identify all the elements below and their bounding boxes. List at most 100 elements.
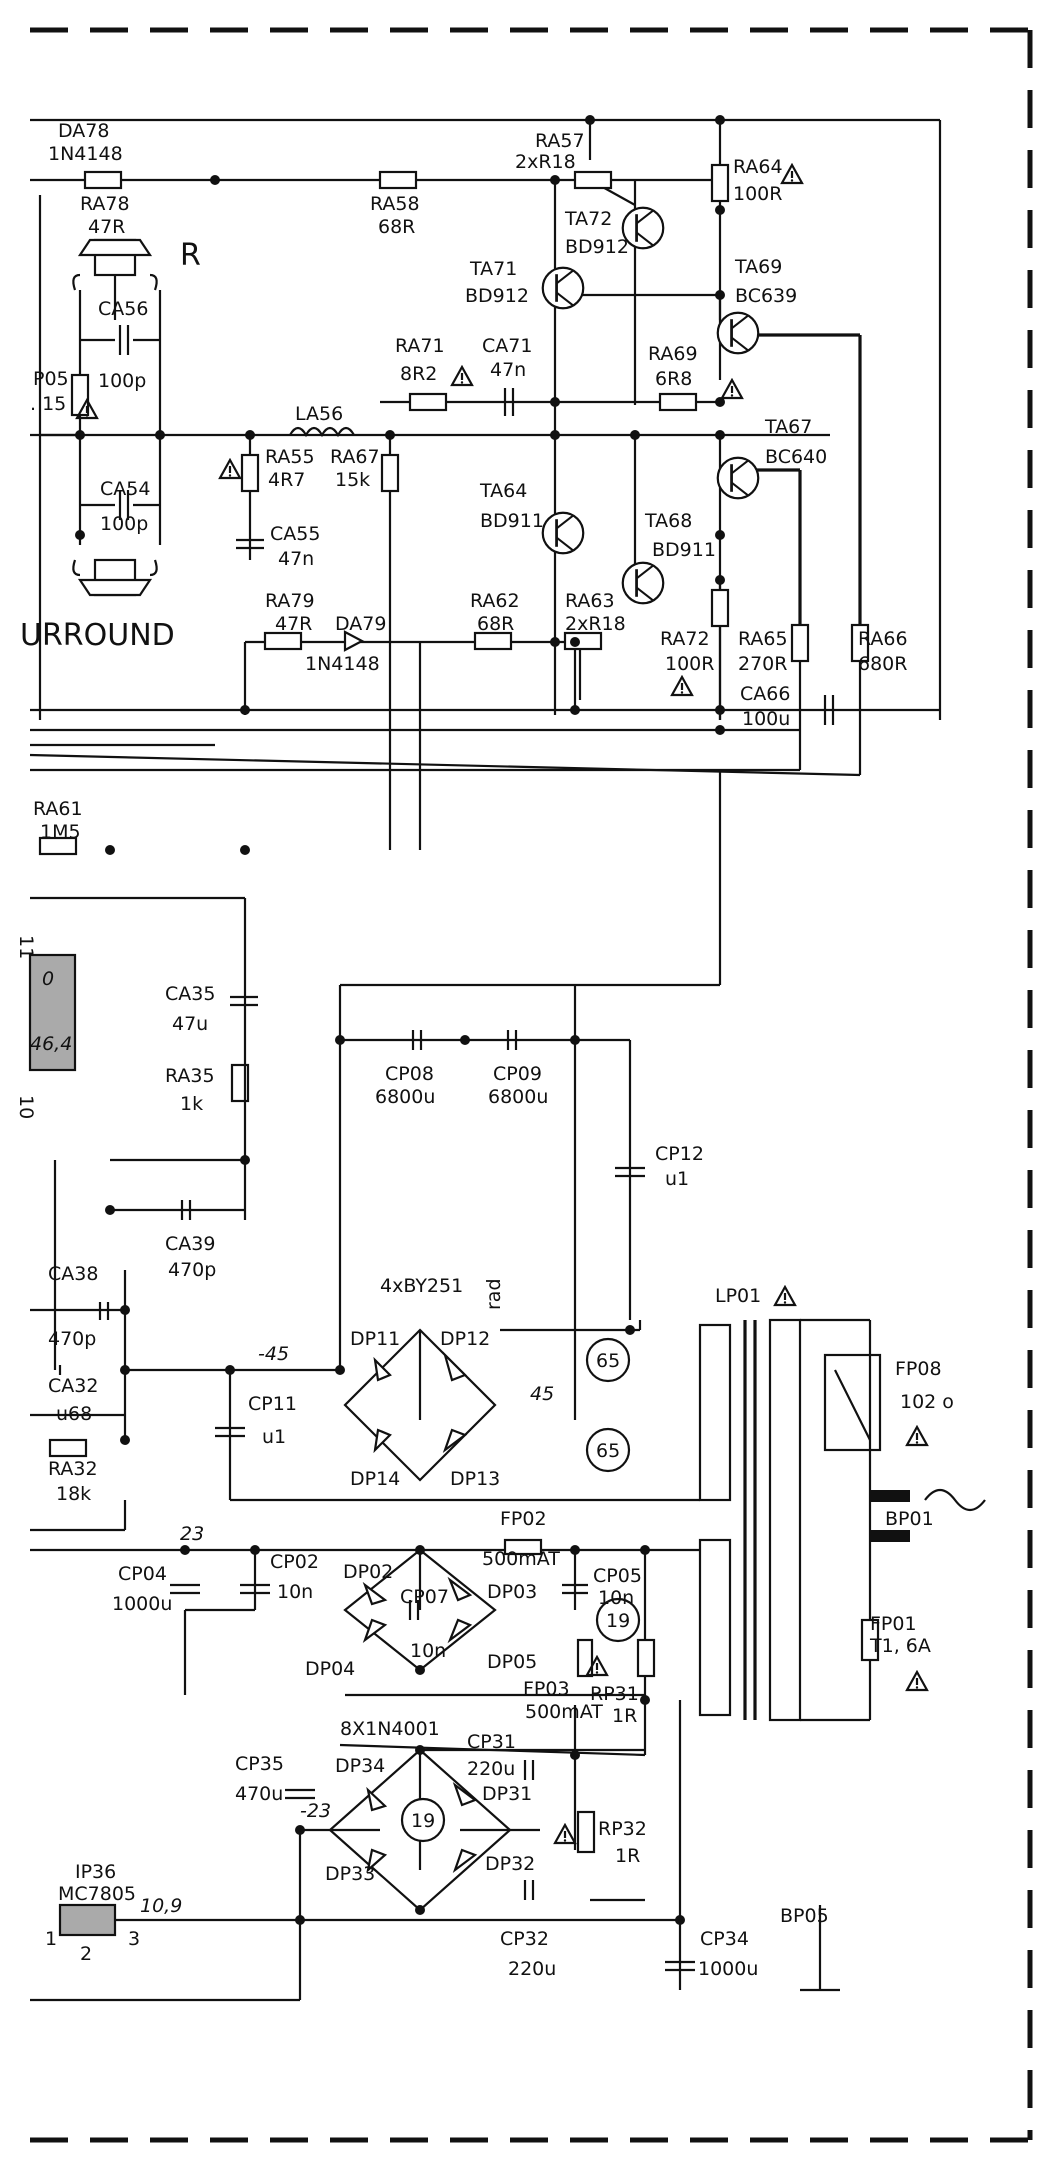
label-la56-name: LA56 bbox=[295, 403, 343, 425]
surround-label: URROUND bbox=[20, 618, 175, 653]
transformer-lp01 bbox=[698, 1318, 872, 1722]
label-cp11-value: u1 bbox=[262, 1426, 286, 1448]
label-fp03-name: FP03 bbox=[523, 1678, 570, 1700]
label-ra67-name: RA67 bbox=[330, 446, 380, 468]
ic-block bbox=[28, 953, 77, 1072]
label-ra57-name: RA57 bbox=[535, 130, 585, 152]
p05-fuse bbox=[70, 373, 90, 417]
label-ca38-name: CA38 bbox=[48, 1263, 98, 1285]
voltage-minus45: -45 bbox=[258, 1343, 289, 1365]
label-ca56-value: 100p bbox=[98, 370, 146, 392]
label-ca71-value: 47n bbox=[490, 359, 526, 381]
label-cp34-name: CP34 bbox=[700, 1928, 749, 1950]
label-ra64-name: RA64 bbox=[733, 156, 783, 178]
label-ta71-name: TA71 bbox=[469, 258, 517, 280]
ic-pin-3: 3 bbox=[128, 1928, 140, 1950]
label-ra66-value: 680R bbox=[858, 653, 907, 675]
fuse-fp03 bbox=[576, 1638, 594, 1678]
label-ra32-name: RA32 bbox=[48, 1458, 98, 1480]
connector-mark-labels: 65 65 19 19 bbox=[411, 1350, 630, 1832]
label-ta72-name: TA72 bbox=[564, 208, 612, 230]
label-ta68-name: TA68 bbox=[644, 510, 692, 532]
label-dp31: DP31 bbox=[482, 1783, 532, 1805]
label-ra78-value: 47R bbox=[88, 216, 125, 238]
label-cp11-name: CP11 bbox=[248, 1393, 297, 1415]
transistor-ta69 bbox=[716, 311, 760, 355]
label-cp04-name: CP04 bbox=[118, 1563, 167, 1585]
label-dp34: DP34 bbox=[335, 1755, 385, 1777]
label-ra65-name: RA65 bbox=[738, 628, 788, 650]
label-ra72-name: RA72 bbox=[660, 628, 710, 650]
label-ra65-value: 270R bbox=[738, 653, 787, 675]
label-ra78-name: RA78 bbox=[80, 193, 130, 215]
voltage-minus23: -23 bbox=[300, 1800, 331, 1822]
resistor-rp31 bbox=[636, 1638, 656, 1678]
resistors-top bbox=[38, 163, 870, 1458]
label-cp32-name: CP32 bbox=[500, 1928, 549, 1950]
label-ca35-name: CA35 bbox=[165, 983, 215, 1005]
label-ra79-name: RA79 bbox=[265, 590, 315, 612]
label-ip36-value: MC7805 bbox=[58, 1883, 136, 1905]
label-cp02-value: 10n bbox=[277, 1581, 313, 1603]
label-rp31-value: 1R bbox=[612, 1705, 637, 1727]
label-ta69-value: BC639 bbox=[735, 285, 797, 307]
label-cp09-name: CP09 bbox=[493, 1063, 542, 1085]
transistor-ta67 bbox=[716, 456, 760, 500]
label-rp31-name: RP31 bbox=[590, 1683, 639, 1705]
label-ra64-value: 100R bbox=[733, 183, 782, 205]
resistor-rp32 bbox=[576, 1810, 596, 1854]
label-dp32: DP32 bbox=[485, 1853, 535, 1875]
label-bp05-name: BP05 bbox=[780, 1905, 829, 1927]
label-ta67-value: BC640 bbox=[765, 446, 827, 468]
label-dp14: DP14 bbox=[350, 1468, 400, 1490]
voltage-labels: -45 45 23 -23 10,9 bbox=[140, 1343, 554, 1917]
label-cp12-name: CP12 bbox=[655, 1143, 704, 1165]
label-ca66-name: CA66 bbox=[740, 683, 790, 705]
label-cp31-value: 220u bbox=[467, 1758, 515, 1780]
label-ra67-value: 15k bbox=[335, 469, 370, 491]
label-p05-name: P05 bbox=[33, 368, 69, 390]
label-bridge1: 4xBY251 bbox=[380, 1275, 463, 1297]
speaker-bottom bbox=[72, 558, 158, 597]
label-dp33: DP33 bbox=[325, 1863, 375, 1885]
label-ca39-name: CA39 bbox=[165, 1233, 215, 1255]
label-ca32-value: u68 bbox=[56, 1403, 92, 1425]
label-ra35-value: 1k bbox=[180, 1093, 203, 1115]
label-ta71-value: BD912 bbox=[465, 285, 529, 307]
fuse-fp02 bbox=[503, 1538, 543, 1556]
label-cp04-value: 1000u bbox=[112, 1593, 172, 1615]
fuse-fp08-line bbox=[834, 1369, 871, 1441]
label-fp02-name: FP02 bbox=[500, 1508, 547, 1530]
label-da79-name: DA79 bbox=[335, 613, 386, 635]
label-ra66-name: RA66 bbox=[858, 628, 908, 650]
label-ca54-value: 100p bbox=[100, 513, 148, 535]
wiring-power bbox=[30, 770, 840, 2002]
speaker-channel-label: R bbox=[180, 238, 201, 273]
voltage-23: 23 bbox=[180, 1523, 204, 1545]
label-ta68-value: BD911 bbox=[652, 539, 716, 561]
label-ca32-name: CA32 bbox=[48, 1375, 98, 1397]
label-ra63-name: RA63 bbox=[565, 590, 615, 612]
speaker-top bbox=[72, 238, 158, 320]
ic-block-value-2: 46,4 bbox=[30, 1033, 72, 1055]
ic-pin-2: 2 bbox=[80, 1943, 92, 1965]
label-cp31-name: CP31 bbox=[467, 1731, 516, 1753]
capacitor-symbols-top bbox=[236, 388, 835, 725]
label-cp05-name: CP05 bbox=[593, 1565, 642, 1587]
label-ra63-value: 2xR18 bbox=[565, 613, 626, 635]
label-dp05: DP05 bbox=[487, 1651, 537, 1673]
label-ra58-value: 68R bbox=[378, 216, 415, 238]
voltage-10-9: 10,9 bbox=[140, 1895, 182, 1917]
diode-da79 bbox=[343, 630, 365, 652]
label-dp04: DP04 bbox=[305, 1658, 355, 1680]
mains-plug-bp01 bbox=[870, 1488, 986, 1542]
label-ra32-value: 18k bbox=[56, 1483, 91, 1505]
coil-la56 bbox=[289, 426, 355, 438]
label-ca35-value: 47u bbox=[172, 1013, 208, 1035]
label-ra61-name: RA61 bbox=[33, 798, 83, 820]
label-ra57-value: 2xR18 bbox=[515, 151, 576, 173]
connector-mark-4: 19 bbox=[411, 1810, 435, 1832]
label-ca39-value: 470p bbox=[168, 1259, 216, 1281]
label-lp01-name: LP01 bbox=[715, 1285, 761, 1307]
label-ta72-value: BD912 bbox=[565, 236, 629, 258]
